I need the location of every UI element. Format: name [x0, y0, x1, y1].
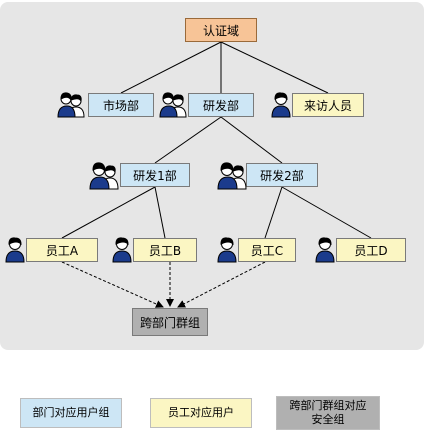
- user-icon: [315, 237, 335, 263]
- link-domain-market: [120, 41, 222, 94]
- legend-cross-group-line2: 安全组: [311, 413, 345, 426]
- legend-cross-group: 跨部门群组对应 安全组: [276, 396, 380, 430]
- user-icon: [5, 237, 25, 263]
- link-rd1-a: [61, 186, 156, 239]
- visitors-node: 来访人员: [292, 93, 364, 117]
- rd-dept-node: 研发部: [188, 93, 254, 117]
- user-group-icon: [57, 92, 85, 118]
- legend-employee-user: 员工对应用户: [150, 398, 252, 428]
- rd1-dept-node: 研发1部: [120, 163, 190, 187]
- link-domain-visitors: [220, 41, 329, 94]
- link-rd2-d: [281, 186, 372, 239]
- auth-domain-node: 认证域: [185, 18, 257, 42]
- dashed-a-cross: [61, 261, 164, 308]
- user-group-icon: [89, 162, 119, 190]
- employee-d-node: 员工D: [336, 238, 406, 262]
- link-rd2-c: [264, 186, 283, 239]
- employee-c-node: 员工C: [238, 238, 296, 262]
- cross-dept-group-node: 跨部门群组: [132, 308, 208, 336]
- user-group-icon: [159, 92, 187, 118]
- employee-b-node: 员工B: [133, 238, 197, 262]
- diagram-panel: [0, 2, 424, 350]
- user-icon: [112, 237, 132, 263]
- employee-a-node: 员工A: [26, 238, 98, 262]
- user-icon: [217, 237, 237, 263]
- link-rd-rd2: [220, 116, 283, 164]
- legend-employee-user-label: 员工对应用户: [168, 406, 234, 419]
- user-group-icon: [217, 162, 247, 190]
- rd2-dept-node: 研发2部: [246, 163, 318, 187]
- market-dept-node: 市场部: [88, 93, 154, 117]
- legend-cross-group-line1: 跨部门群组对应: [289, 399, 367, 412]
- legend-dept-group: 部门对应用户组: [20, 398, 122, 428]
- link-rd-rd1: [154, 116, 222, 164]
- legend-dept-group-label: 部门对应用户组: [32, 406, 110, 419]
- user-icon: [271, 92, 291, 118]
- link-rd1-b: [154, 186, 166, 239]
- dashed-c-cross: [177, 261, 266, 308]
